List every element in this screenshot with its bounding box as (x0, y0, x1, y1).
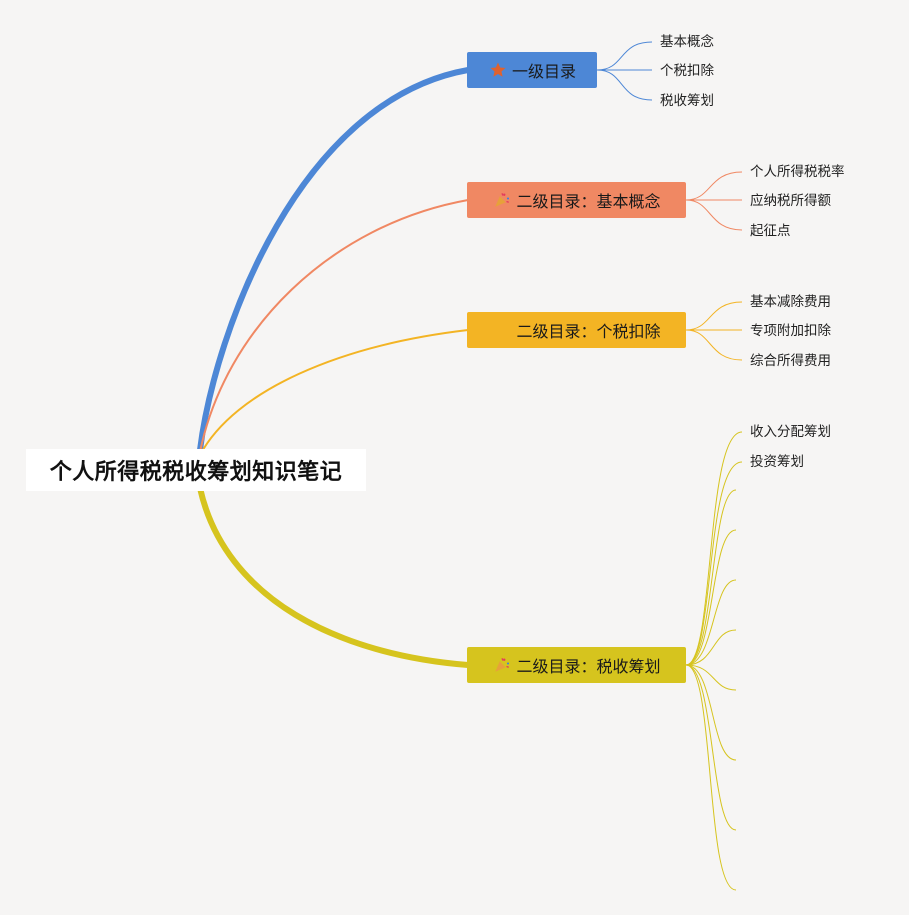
leaf-node[interactable]: 收入分配筹划 (750, 424, 831, 440)
branch-node-level1[interactable]: 一级目录 (467, 52, 597, 88)
leaf-node[interactable]: 起征点 (750, 223, 791, 239)
root-title: 个人所得税税收筹划知识笔记 (49, 460, 343, 485)
leaf-node[interactable]: 投资筹划 (750, 454, 804, 470)
connector-b4-empty6 (685, 664, 737, 761)
connector-root-b1 (197, 67, 471, 453)
branch-label: 二级目录：基本概念 (516, 192, 661, 211)
branch-label: 二级目录：税收筹划 (516, 657, 661, 676)
leaf-node[interactable]: 综合所得费用 (750, 353, 831, 369)
party-popper-icon (492, 655, 512, 675)
branch-label: 一级目录 (511, 62, 576, 81)
connector-b4-empty3 (685, 579, 737, 666)
connector-b4-empty1 (685, 489, 737, 666)
connector-b1-leaf3 (596, 69, 653, 101)
connector-b4-leaf1 (685, 431, 743, 666)
leaf-node[interactable]: 税收筹划 (660, 93, 714, 109)
leaf-node[interactable]: 应纳税所得额 (750, 193, 831, 209)
leaf-node[interactable]: 个税扣除 (660, 63, 714, 79)
connector-b3-leaf3 (685, 329, 743, 361)
star-icon (488, 60, 508, 80)
branch-label: 二级目录：个税扣除 (516, 322, 661, 341)
connector-b4-empty5 (685, 664, 737, 691)
icon-placeholder (492, 320, 512, 340)
connector-root-b2 (199, 199, 469, 453)
connector-root-b3 (199, 329, 469, 456)
connector-b4-empty2 (685, 529, 737, 666)
leaf-node[interactable]: 基本概念 (660, 34, 714, 50)
party-popper-icon (492, 190, 512, 210)
leaf-node[interactable]: 个人所得税税率 (750, 164, 845, 180)
connector-b4-leaf2 (685, 461, 743, 666)
branch-node-tax-deduction[interactable]: 二级目录：个税扣除 (467, 312, 686, 348)
branch-node-tax-planning[interactable]: 二级目录：税收筹划 (467, 647, 686, 683)
connector-b2-leaf3 (685, 199, 743, 231)
connector-b2-leaf1 (685, 171, 743, 201)
branch-node-basic-concepts[interactable]: 二级目录：基本概念 (467, 182, 686, 218)
leaf-node[interactable]: 专项附加扣除 (750, 323, 831, 339)
connector-root-b4 (197, 485, 471, 668)
connector-b1-leaf1 (596, 41, 653, 71)
leaf-node[interactable]: 基本减除费用 (750, 294, 831, 310)
root-node[interactable]: 个人所得税税收筹划知识笔记 (26, 449, 366, 491)
connector-b4-empty8 (685, 664, 737, 891)
connector-b4-empty4 (685, 629, 737, 666)
connector-b3-leaf1 (685, 301, 743, 331)
connector-b4-empty7 (685, 664, 737, 831)
